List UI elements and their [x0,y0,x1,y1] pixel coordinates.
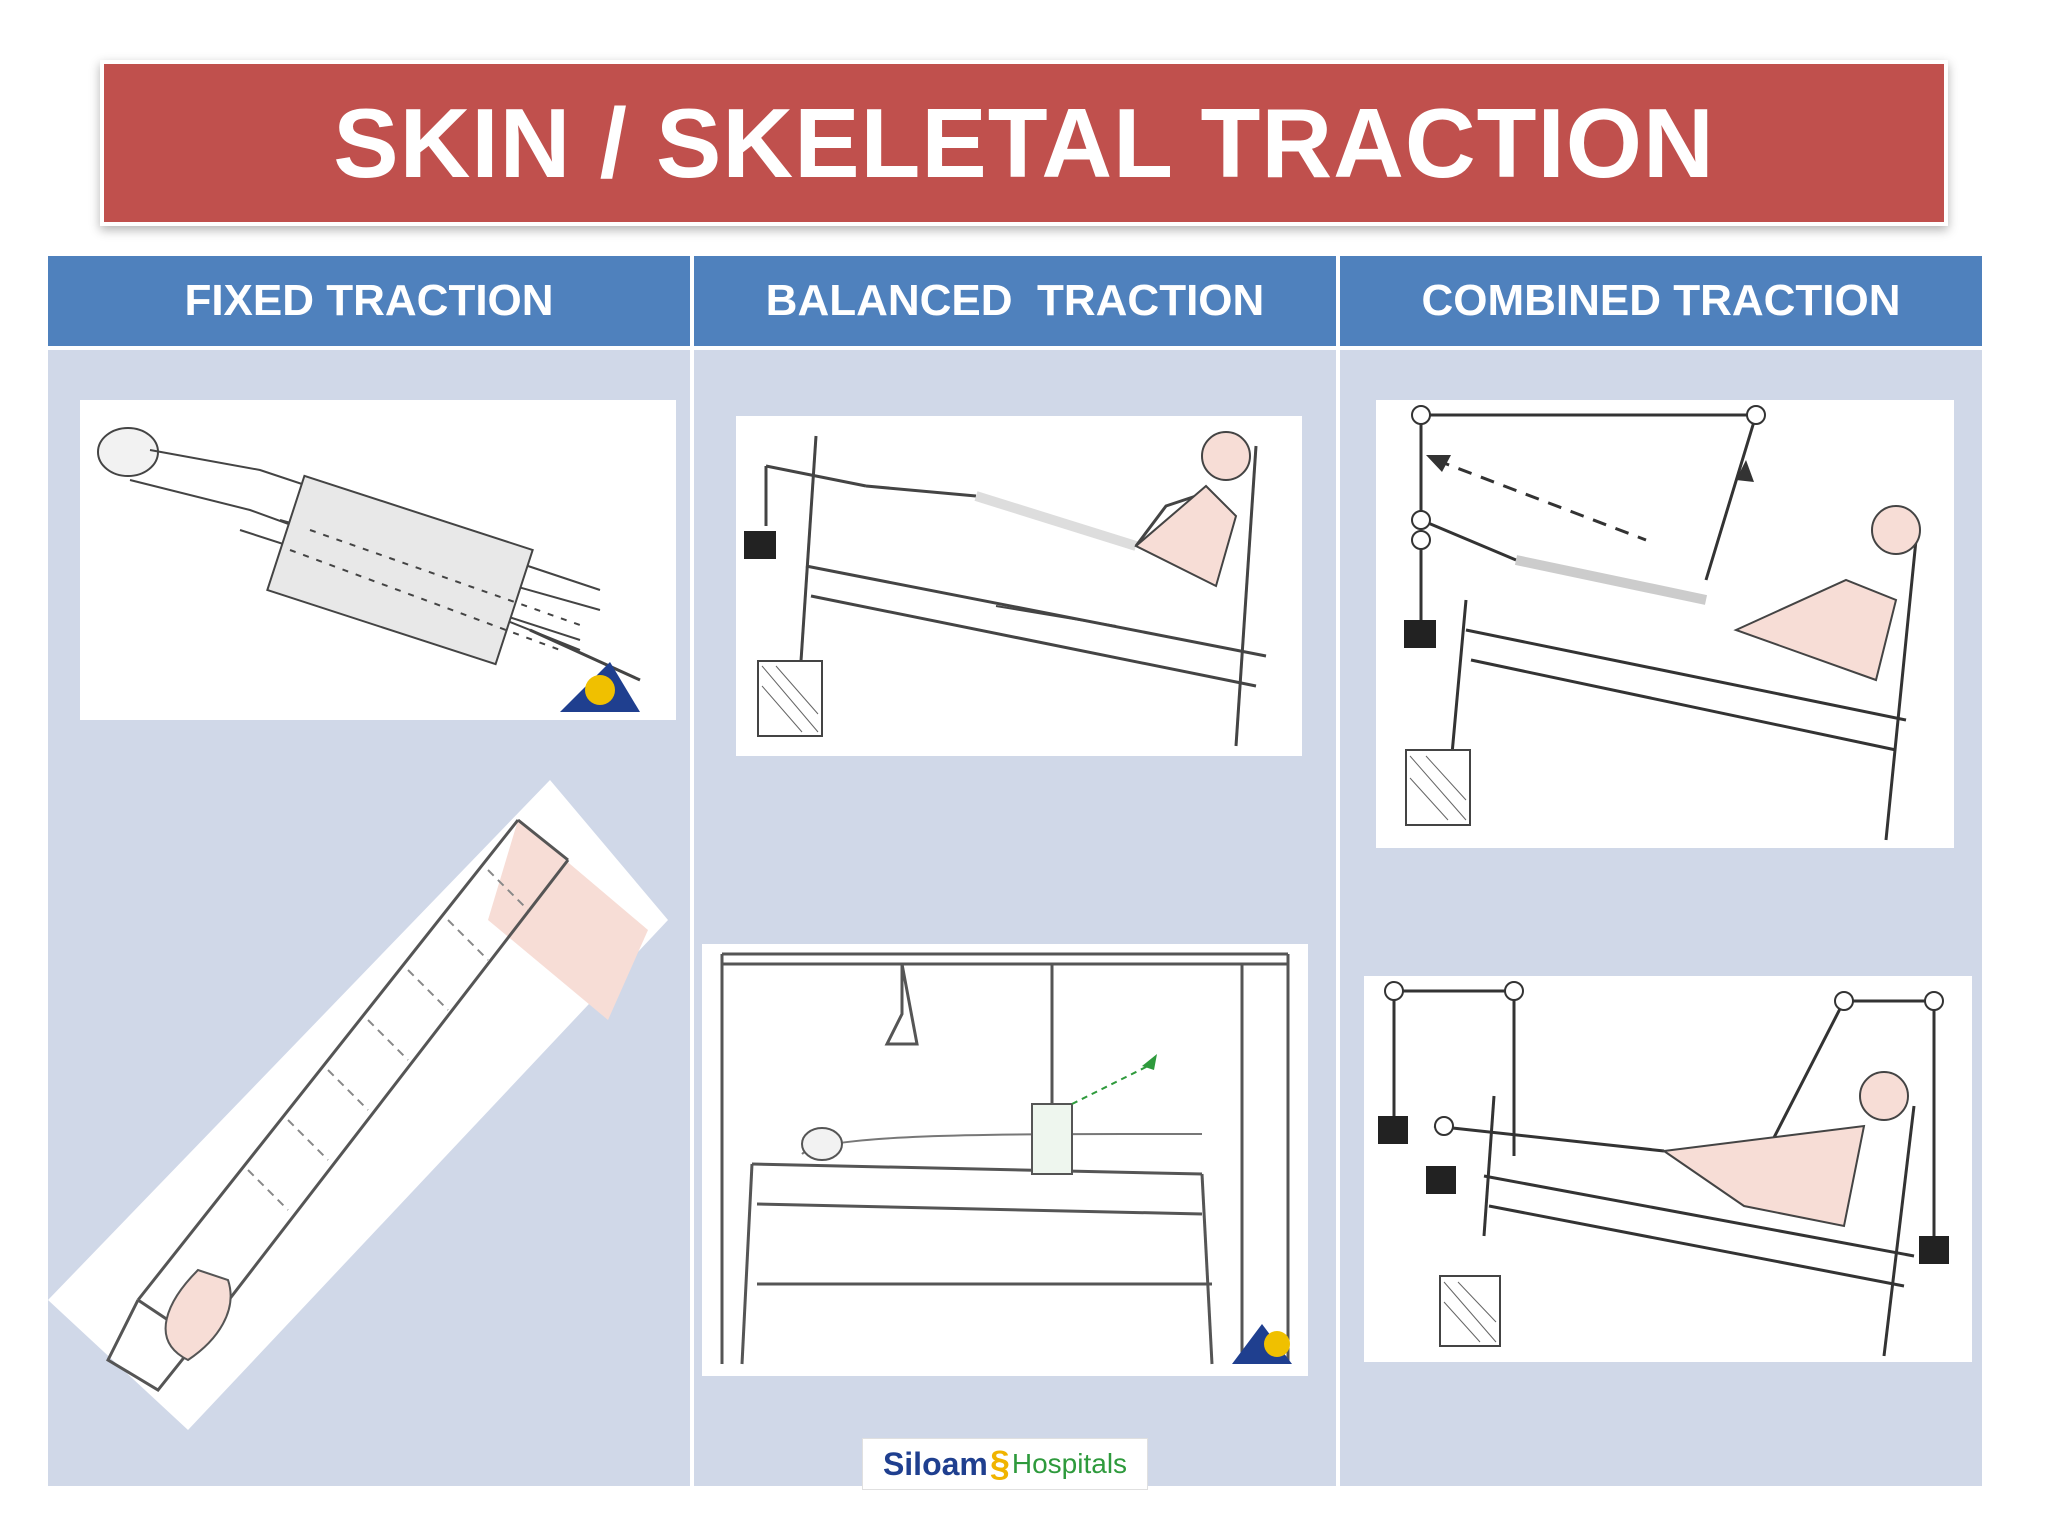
balanced-traction-frame-illustration [702,944,1308,1376]
column-heading-balanced: BALANCED TRACTION [694,256,1336,346]
slide-title: SKIN / SKELETAL TRACTION [333,87,1715,198]
combined-traction-overhead-illustration [1376,400,1954,848]
logo-text-hospitals: Hospitals [1011,1448,1128,1479]
balanced-traction-bed-illustration [736,416,1302,756]
column-body-balanced [694,350,1336,1486]
traction-table: FIXED TRACTION [48,256,1984,1486]
column-combined-traction: COMBINED TRACTION [1340,256,1982,1486]
column-heading-fixed: FIXED TRACTION [48,256,690,346]
column-body-combined [1340,350,1982,1486]
column-fixed-traction: FIXED TRACTION [48,256,690,1486]
fixed-traction-supine-illustration [80,400,676,720]
logo-text-siloam: Siloam [882,1445,988,1482]
siloam-hospitals-logo: Siloam § Hospitals [862,1438,1148,1490]
column-balanced-traction: BALANCED TRACTION [694,256,1336,1486]
logo-s-mark-icon: § [989,1443,1010,1484]
title-banner: SKIN / SKELETAL TRACTION [104,64,1944,222]
thomas-splint-illustration [48,780,688,1440]
combined-traction-suspension-illustration [1364,976,1972,1362]
column-body-fixed [48,350,690,1486]
column-heading-combined: COMBINED TRACTION [1340,256,1982,346]
